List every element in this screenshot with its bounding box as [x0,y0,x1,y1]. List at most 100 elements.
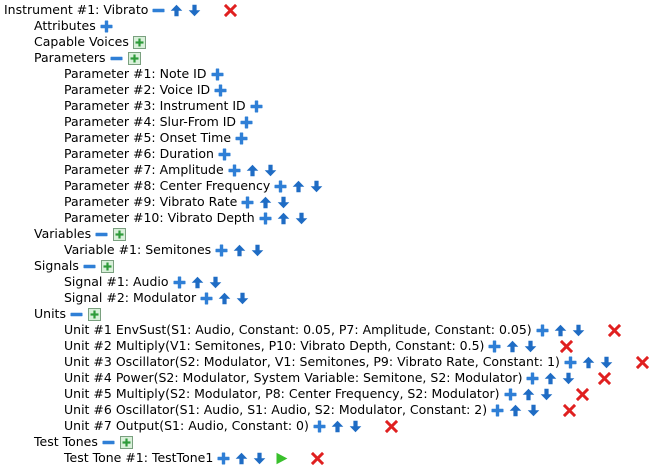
tree-label-signal-1[interactable]: Signal #1: Audio [64,274,169,289]
boxed-plus-icon[interactable] [132,35,146,49]
up-arrow-icon[interactable] [233,244,246,257]
plus-icon[interactable] [235,132,248,145]
tree-label-variables[interactable]: Variables [34,226,92,241]
tree-label-unit-6[interactable]: Unit #6 Oscillator(S1: Audio, S1: Audio,… [64,402,488,417]
plus-icon[interactable] [228,164,241,177]
tree-label-variable-1[interactable]: Variable #1: Semitones [64,242,212,257]
plus-icon[interactable] [100,20,113,33]
tree-label-param-7[interactable]: Parameter #7: Amplitude [64,162,224,177]
tree-label-param-2[interactable]: Parameter #2: Voice ID [64,82,211,97]
up-arrow-icon[interactable] [235,452,248,465]
minus-icon[interactable] [83,260,96,273]
x-icon[interactable] [598,371,612,385]
x-icon[interactable] [311,451,325,465]
boxed-plus-icon[interactable] [127,51,141,65]
plus-icon[interactable] [241,196,254,209]
boxed-plus-icon[interactable] [113,227,127,241]
down-arrow-icon[interactable] [572,324,585,337]
plus-icon[interactable] [504,388,517,401]
down-arrow-icon[interactable] [264,164,277,177]
tree-label-param-4[interactable]: Parameter #4: Slur-From ID [64,114,237,129]
tree-label-param-8[interactable]: Parameter #8: Center Frequency [64,178,271,193]
minus-icon[interactable] [110,52,123,65]
up-arrow-icon[interactable] [506,340,519,353]
tree-label-test-tone-1[interactable]: Test Tone #1: TestTone1 [64,450,214,465]
tree-label-unit-7[interactable]: Unit #7 Output(S1: Audio, Constant: 0) [64,418,309,433]
plus-icon[interactable] [250,100,263,113]
plus-icon[interactable] [491,404,504,417]
tree-label-instrument[interactable]: Instrument #1: Vibrato [4,2,149,17]
down-arrow-icon[interactable] [295,212,308,225]
plus-icon[interactable] [173,276,186,289]
plus-icon[interactable] [564,356,577,369]
x-icon[interactable] [635,355,649,369]
minus-icon[interactable] [70,308,83,321]
down-arrow-icon[interactable] [188,4,201,17]
up-arrow-icon[interactable] [191,276,204,289]
up-arrow-icon[interactable] [544,372,557,385]
plus-icon[interactable] [274,180,287,193]
tree-label-unit-2[interactable]: Unit #2 Multiply(V1: Semitones, P10: Vib… [64,338,485,353]
plus-icon[interactable] [488,340,501,353]
tree-label-units[interactable]: Units [34,306,66,321]
down-arrow-icon[interactable] [251,244,264,257]
x-icon[interactable] [563,403,577,417]
down-arrow-icon[interactable] [209,276,222,289]
plus-icon[interactable] [536,324,549,337]
down-arrow-icon[interactable] [310,180,323,193]
tree-label-param-1[interactable]: Parameter #1: Note ID [64,66,207,81]
tree-label-param-9[interactable]: Parameter #9: Vibrato Rate [64,194,238,209]
down-arrow-icon[interactable] [349,420,362,433]
tree-label-signal-2[interactable]: Signal #2: Modulator [64,290,197,305]
tree-label-unit-3[interactable]: Unit #3 Oscillator(S2: Modulator, V1: Se… [64,354,560,369]
tree-label-unit-1[interactable]: Unit #1 EnvSust(S1: Audio, Constant: 0.0… [64,322,532,337]
up-arrow-icon[interactable] [277,212,290,225]
tree-label-unit-4[interactable]: Unit #4 Power(S2: Modulator, System Vari… [64,370,523,385]
down-arrow-icon[interactable] [562,372,575,385]
up-arrow-icon[interactable] [246,164,259,177]
plus-icon[interactable] [526,372,539,385]
plus-icon[interactable] [215,244,228,257]
up-arrow-icon[interactable] [554,324,567,337]
down-arrow-icon[interactable] [600,356,613,369]
up-arrow-icon[interactable] [170,4,183,17]
x-icon[interactable] [384,419,398,433]
tree-label-parameters[interactable]: Parameters [34,50,106,65]
down-arrow-icon[interactable] [277,196,290,209]
plus-icon[interactable] [313,420,326,433]
up-arrow-icon[interactable] [292,180,305,193]
tree-label-attributes[interactable]: Attributes [34,18,96,33]
minus-icon[interactable] [102,436,115,449]
tree-label-param-5[interactable]: Parameter #5: Onset Time [64,130,232,145]
boxed-plus-icon[interactable] [119,435,133,449]
down-arrow-icon[interactable] [524,340,537,353]
plus-icon[interactable] [200,292,213,305]
up-arrow-icon[interactable] [331,420,344,433]
down-arrow-icon[interactable] [540,388,553,401]
tree-label-signals[interactable]: Signals [34,258,79,273]
plus-icon[interactable] [214,84,227,97]
x-icon[interactable] [560,339,574,353]
x-icon[interactable] [607,323,621,337]
down-arrow-icon[interactable] [527,404,540,417]
tree-label-capable-voices[interactable]: Capable Voices [34,34,129,49]
up-arrow-icon[interactable] [259,196,272,209]
up-arrow-icon[interactable] [509,404,522,417]
up-arrow-icon[interactable] [218,292,231,305]
plus-icon[interactable] [211,68,224,81]
down-arrow-icon[interactable] [236,292,249,305]
tree-label-param-6[interactable]: Parameter #6: Duration [64,146,214,161]
tree-label-param-10[interactable]: Parameter #10: Vibrato Depth [64,210,255,225]
x-icon[interactable] [575,387,589,401]
plus-icon[interactable] [217,452,230,465]
up-arrow-icon[interactable] [582,356,595,369]
up-arrow-icon[interactable] [522,388,535,401]
tree-label-param-3[interactable]: Parameter #3: Instrument ID [64,98,246,113]
boxed-plus-icon[interactable] [100,259,114,273]
boxed-plus-icon[interactable] [87,307,101,321]
plus-icon[interactable] [240,116,253,129]
plus-icon[interactable] [218,148,231,161]
play-icon[interactable] [275,452,288,465]
tree-label-test-tones[interactable]: Test Tones [34,434,98,449]
down-arrow-icon[interactable] [253,452,266,465]
